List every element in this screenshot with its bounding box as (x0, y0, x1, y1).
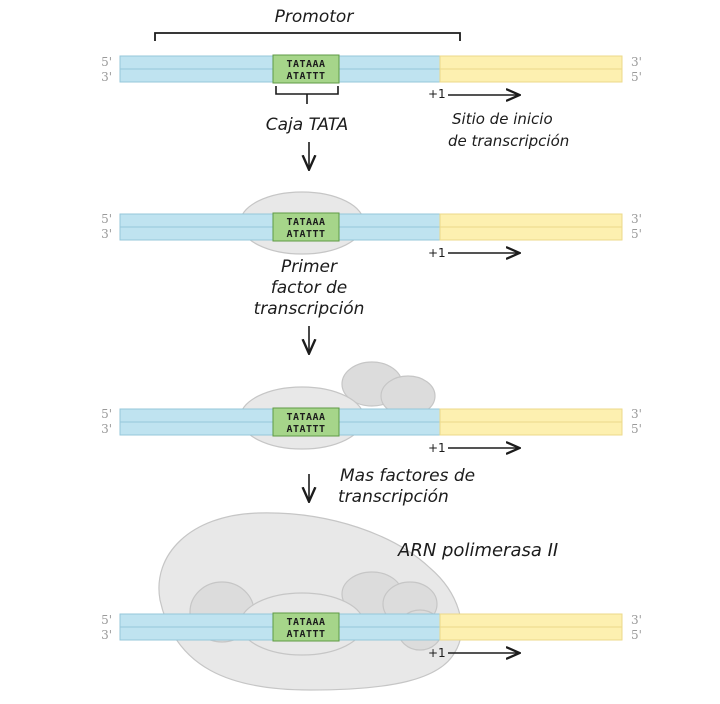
tata-seq-bottom: ATATTT (286, 629, 325, 640)
tata-box (272, 54, 340, 84)
first-factor-label-1: Primer (281, 257, 338, 277)
strand-end-3-right: 3' (631, 407, 642, 421)
strand-end-3-left: 3' (101, 70, 112, 84)
strand-end-3-left: 3' (101, 628, 112, 642)
promoter-bracket (154, 32, 461, 41)
first-factor-label-3: transcripción (254, 299, 365, 319)
tata-seq-bottom: ATATTT (286, 424, 325, 435)
start-position: +1 (428, 441, 446, 455)
strand-end-5-right: 5' (631, 422, 642, 436)
strand-end-5-left: 5' (101, 212, 112, 226)
tata-box-label: Caja TATA (266, 115, 349, 135)
panel-1-dna: Promotor 5' 3' 3' 5' TATAAA ATATTT Caja … (101, 7, 642, 168)
more-factors-label-2: transcripción (338, 487, 449, 507)
tata-box (272, 407, 340, 437)
start-position: +1 (428, 646, 446, 660)
tata-bracket (275, 86, 339, 104)
coding-dna-bottom (439, 68, 623, 83)
start-site-label-1: Sitio de inicio (452, 110, 553, 128)
tata-seq-top: TATAAA (286, 217, 325, 228)
more-factors-label-1: Mas factores de (340, 466, 475, 486)
strand-end-5-right: 5' (631, 628, 642, 642)
coding-dna-top (439, 213, 623, 228)
tata-seq-bottom: ATATTT (286, 229, 325, 240)
tata-seq-bottom: ATATTT (286, 71, 325, 82)
coding-dna-top (439, 613, 623, 628)
start-position: +1 (428, 87, 446, 101)
rna-polymerase-label: ARN polimerasa II (397, 540, 558, 561)
start-site-label-2: de transcripción (448, 132, 569, 150)
strand-end-3-left: 3' (101, 422, 112, 436)
strand-end-3-right: 3' (631, 55, 642, 69)
panel-2-first-factor: 5' 3' 3' 5' TATAAA ATATTT +1 Primer fact… (101, 191, 642, 352)
tata-box (272, 612, 340, 642)
coding-dna-bottom (439, 421, 623, 436)
strand-end-3-left: 3' (101, 227, 112, 241)
coding-dna-top (439, 55, 623, 70)
strand-end-5-left: 5' (101, 613, 112, 627)
tata-box (272, 212, 340, 242)
panel-3-more-factors: 5' 3' 3' 5' TATAAA ATATTT +1 Mas factore… (101, 361, 642, 507)
strand-end-5-left: 5' (101, 407, 112, 421)
tata-seq-top: TATAAA (286, 412, 325, 423)
tata-seq-top: TATAAA (286, 617, 325, 628)
coding-dna-top (439, 408, 623, 423)
strand-end-3-right: 3' (631, 212, 642, 226)
strand-end-5-left: 5' (101, 55, 112, 69)
tata-seq-top: TATAAA (286, 59, 325, 70)
first-factor-label-2: factor de (271, 278, 347, 298)
promoter-label: Promotor (275, 7, 355, 27)
start-position: +1 (428, 246, 446, 260)
panel-4-rna-polymerase: ARN polimerasa II 5' 3' 3' 5' TATAAA ATA… (101, 512, 642, 691)
strand-end-5-right: 5' (631, 70, 642, 84)
strand-end-5-right: 5' (631, 227, 642, 241)
strand-end-3-right: 3' (631, 613, 642, 627)
coding-dna-bottom (439, 626, 623, 641)
coding-dna-bottom (439, 226, 623, 241)
